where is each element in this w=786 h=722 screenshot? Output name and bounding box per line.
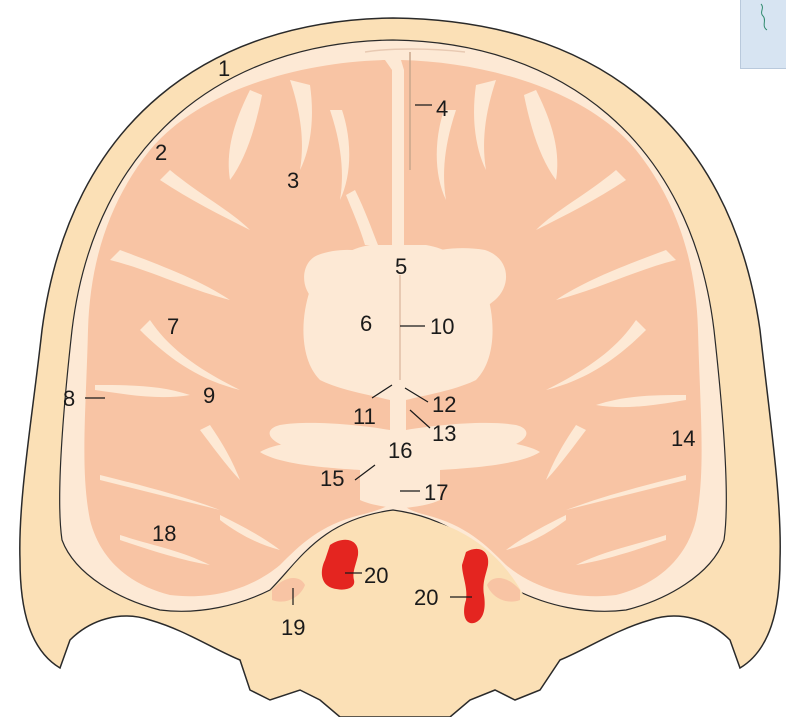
label-16: 16 — [388, 440, 412, 462]
label-6: 6 — [360, 313, 372, 335]
label-9: 9 — [203, 385, 215, 407]
label-17: 17 — [424, 482, 448, 504]
label-7: 7 — [167, 316, 179, 338]
thumbnail-corner — [740, 0, 786, 69]
label-3: 3 — [287, 170, 299, 192]
label-5: 5 — [395, 256, 407, 278]
label-1: 1 — [218, 58, 230, 80]
label-10: 10 — [430, 316, 454, 338]
label-4: 4 — [436, 98, 448, 120]
label-20-right: 20 — [414, 587, 438, 609]
label-15: 15 — [320, 468, 344, 490]
label-20-left: 20 — [364, 565, 388, 587]
label-13: 13 — [432, 423, 456, 445]
label-18: 18 — [152, 523, 176, 545]
label-2: 2 — [155, 142, 167, 164]
label-8: 8 — [63, 388, 75, 410]
map-thumbnail-icon — [741, 0, 786, 68]
label-19: 19 — [281, 617, 305, 639]
label-14: 14 — [671, 428, 695, 450]
label-12: 12 — [432, 394, 456, 416]
label-11: 11 — [353, 406, 376, 428]
